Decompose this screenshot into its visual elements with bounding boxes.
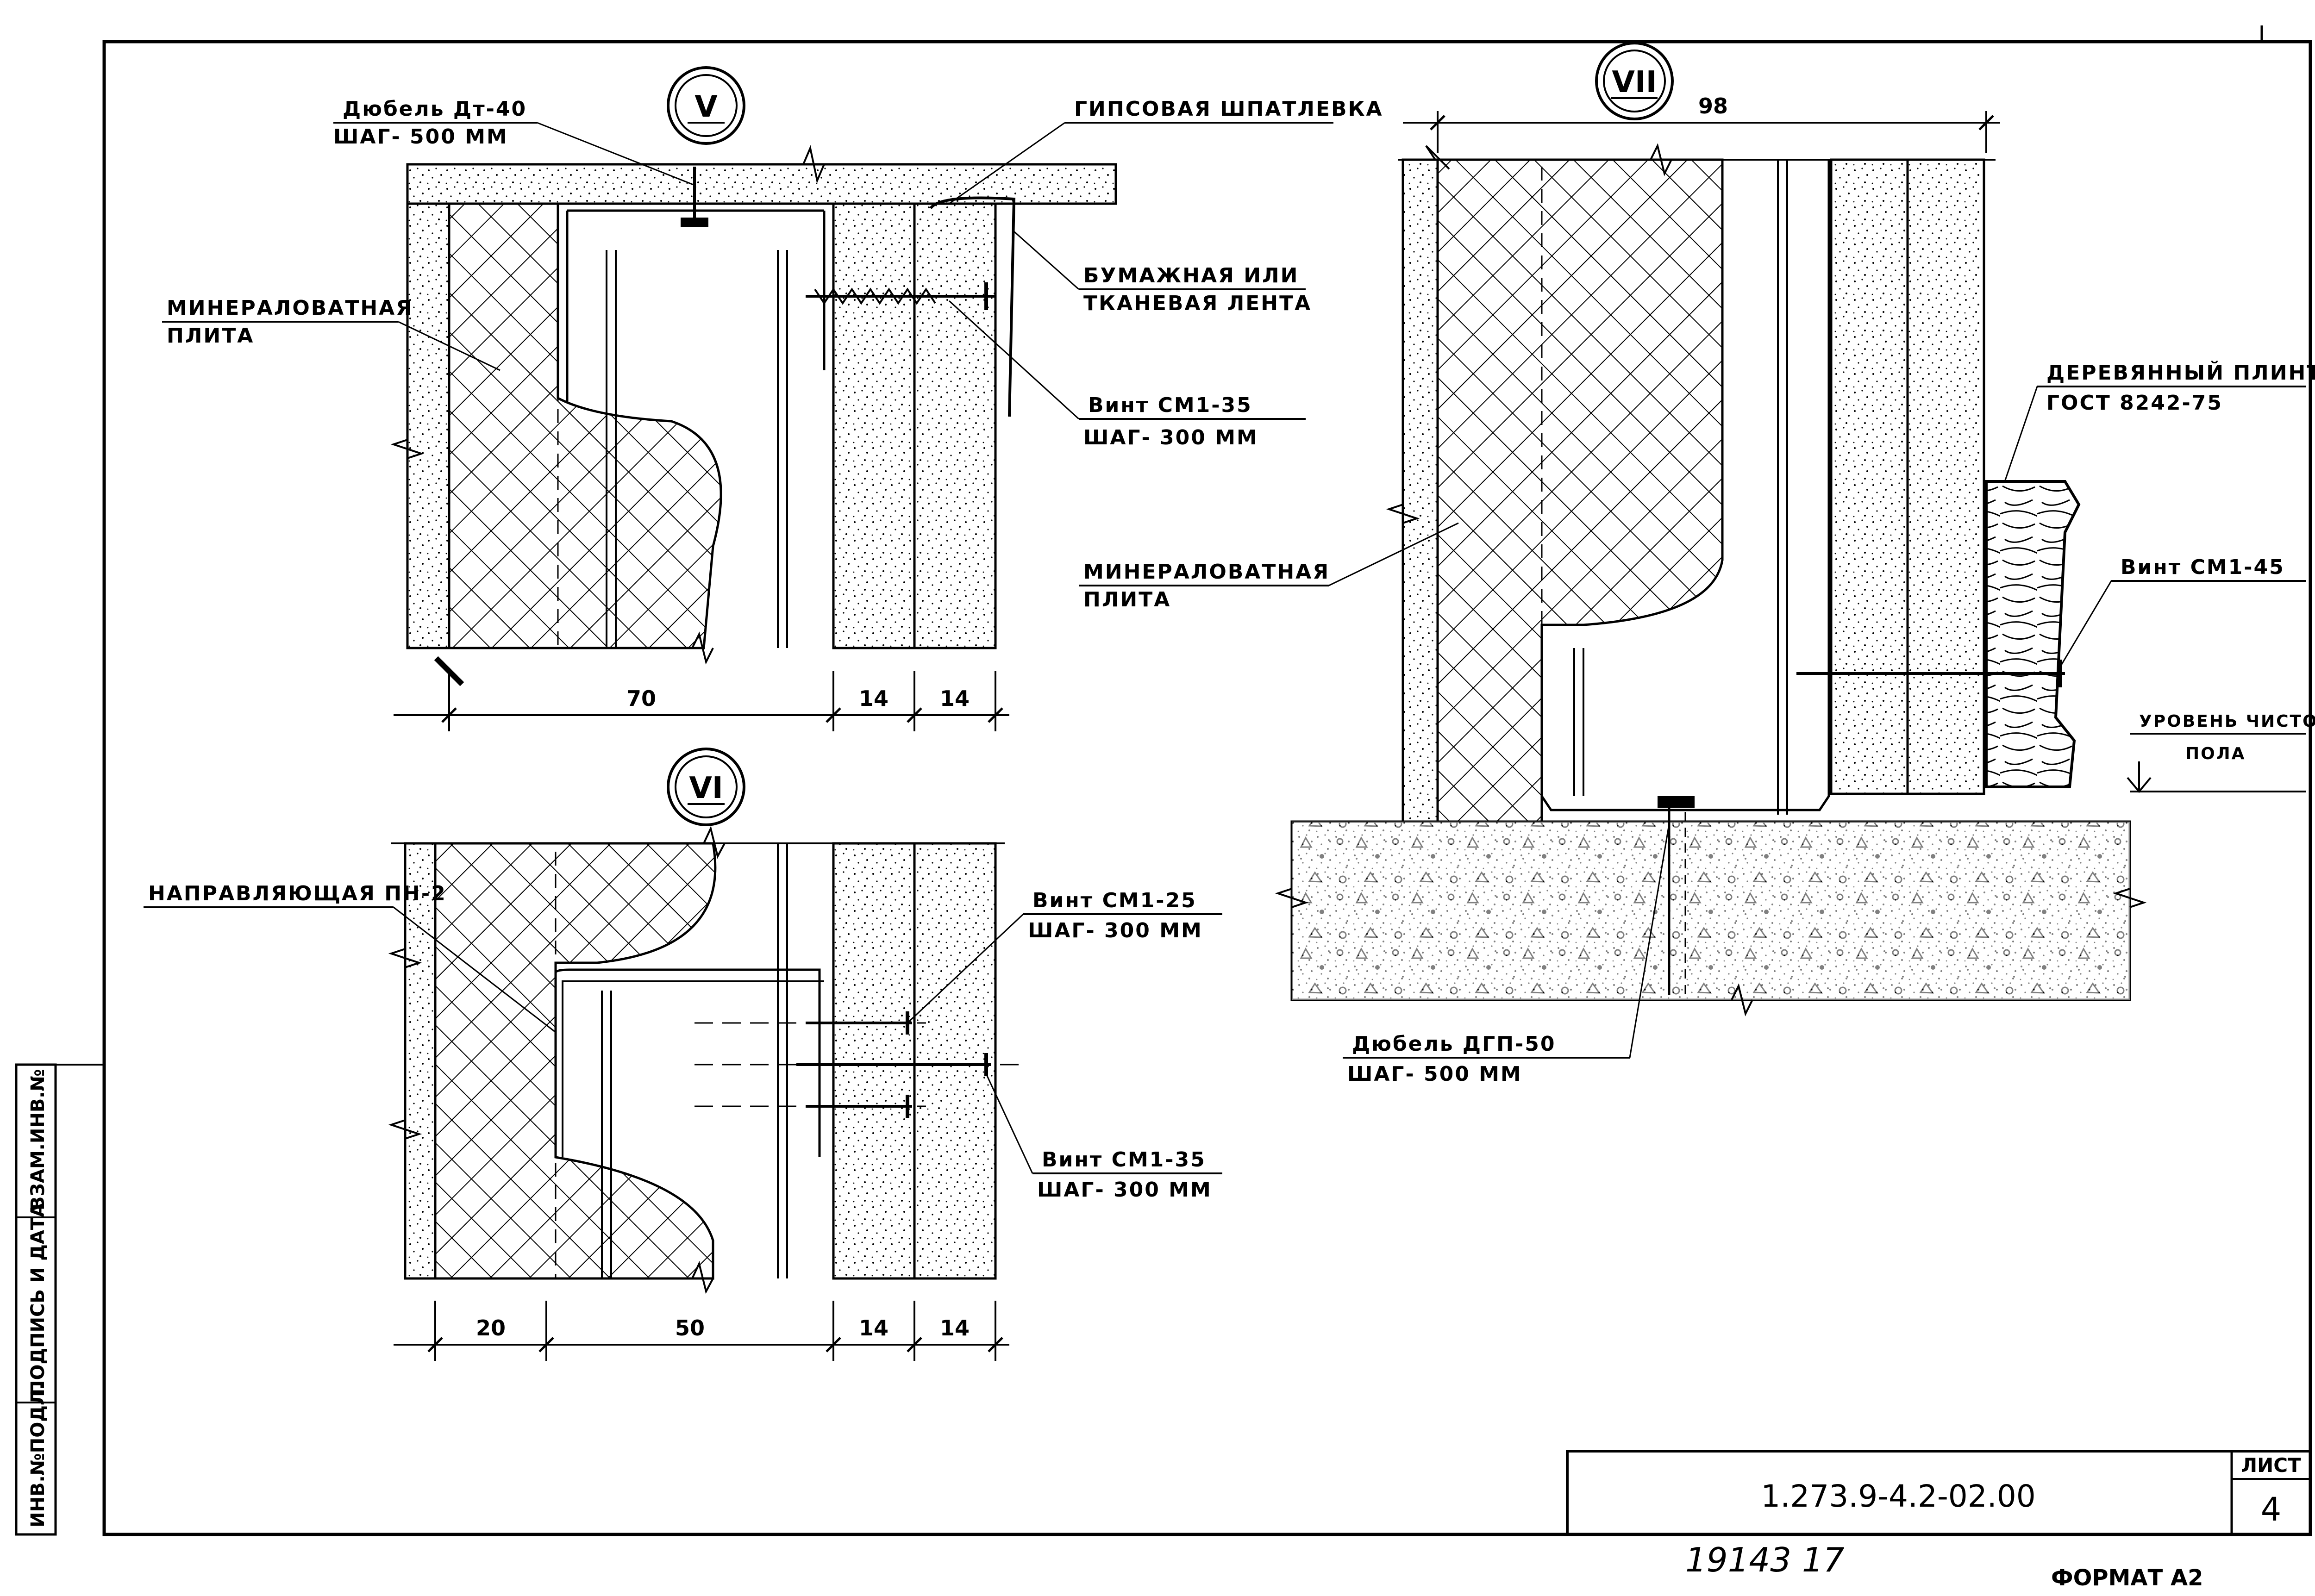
dim-v-70: 70 [626,686,656,711]
handwritten-note: 19143 17 [1685,1540,1845,1579]
drawing-code: 1.273.9-4.2-02.00 [1761,1478,2035,1514]
side-stamp: ИНВ.№ПОДЛ. ПОДПИСЬ И ДАТА ВЗАМ.ИНВ.№ [15,1063,104,1536]
label-screw-35-top-step: ШАГ- 300 ММ [1083,426,1258,449]
label-screw-45: Винт СМ1-45 [2121,555,2285,579]
dim-vi-14b: 14 [940,1315,970,1340]
label-mineral-plate-2: ПЛИТА [167,324,254,348]
dim-vi-20: 20 [476,1315,506,1340]
label-mineral-plate-vii-2: ПЛИТА [1083,588,1171,611]
label-wood-plinth-2: ГОСТ 8242-75 [2046,391,2223,415]
stamp-vzam: ВЗАМ.ИНВ.№ [27,1069,49,1210]
label-screw-25-step: ШАГ- 300 ММ [1028,919,1203,942]
title-block: 1.273.9-4.2-02.00 ЛИСТ 4 19143 17 ФОРМАТ… [1566,1450,2312,1591]
label-screw-35-bot-step: ШАГ- 300 ММ [1037,1178,1212,1202]
stamp-inv-podl: ИНВ.№ПОДЛ. [27,1383,49,1527]
label-mineral-plate-vii-1: МИНЕРАЛОВАТНАЯ [1083,560,1330,584]
label-paper-tape-2: ТКАНЕВАЯ ЛЕНТА [1083,292,1312,315]
label-wood-plinth-1: ДЕРЕВЯННЫЙ ПЛИНТУС [2046,360,2315,385]
label-dowel-dgp50-step: ШАГ- 500 ММ [1347,1062,1522,1086]
section-vii: VII 98 ДЕРЕВЯННЫЙ [1079,42,2315,1086]
section-v: V 70 [162,66,1383,731]
label-screw-35-bot: Винт СМ1-35 [1042,1148,1206,1172]
label-screw-35-top: Винт СМ1-35 [1088,393,1252,417]
label-mineral-plate-1: МИНЕРАЛОВАТНАЯ [167,296,413,320]
label-dowel-dm40-step: ШАГ- 500 ММ [333,125,508,149]
dim-v-14a: 14 [859,686,888,711]
label-gypsum-putty: ГИПСОВАЯ ШПАТЛЕВКА [1074,97,1383,121]
dim-vi-14a: 14 [859,1315,888,1340]
label-floor-level-2: ПОЛА [2185,744,2246,763]
section-vi: VI 20 [144,748,1222,1361]
label-floor-level-1: УРОВЕНЬ ЧИСТОГО [2139,712,2315,731]
section-v-marker: V [694,90,718,124]
dim-vii-98: 98 [1698,94,1728,118]
dim-v-14b: 14 [940,686,970,711]
dim-vi-50: 50 [675,1315,705,1340]
label-guide-pn2: НАПРАВЛЯЮЩАЯ ПН-2 [148,882,447,905]
format-label: ФОРМАТ А2 [2051,1565,2203,1591]
label-paper-tape-1: БУМАЖНАЯ ИЛИ [1083,264,1299,287]
section-vi-marker: VI [689,771,723,805]
label-dowel-dgp50: Дюбель ДГП-50 [1352,1032,1556,1056]
sheet-number: 4 [2261,1490,2282,1528]
label-dowel-dm40: Дюбель Дт-40 [343,97,527,121]
section-vii-marker: VII [1612,65,1657,100]
outer-frame [102,40,2312,1536]
label-screw-25: Винт СМ1-25 [1032,889,1197,912]
sheet-label: ЛИСТ [2241,1454,2301,1477]
stamp-podpis: ПОДПИСЬ И ДАТА [27,1203,49,1396]
